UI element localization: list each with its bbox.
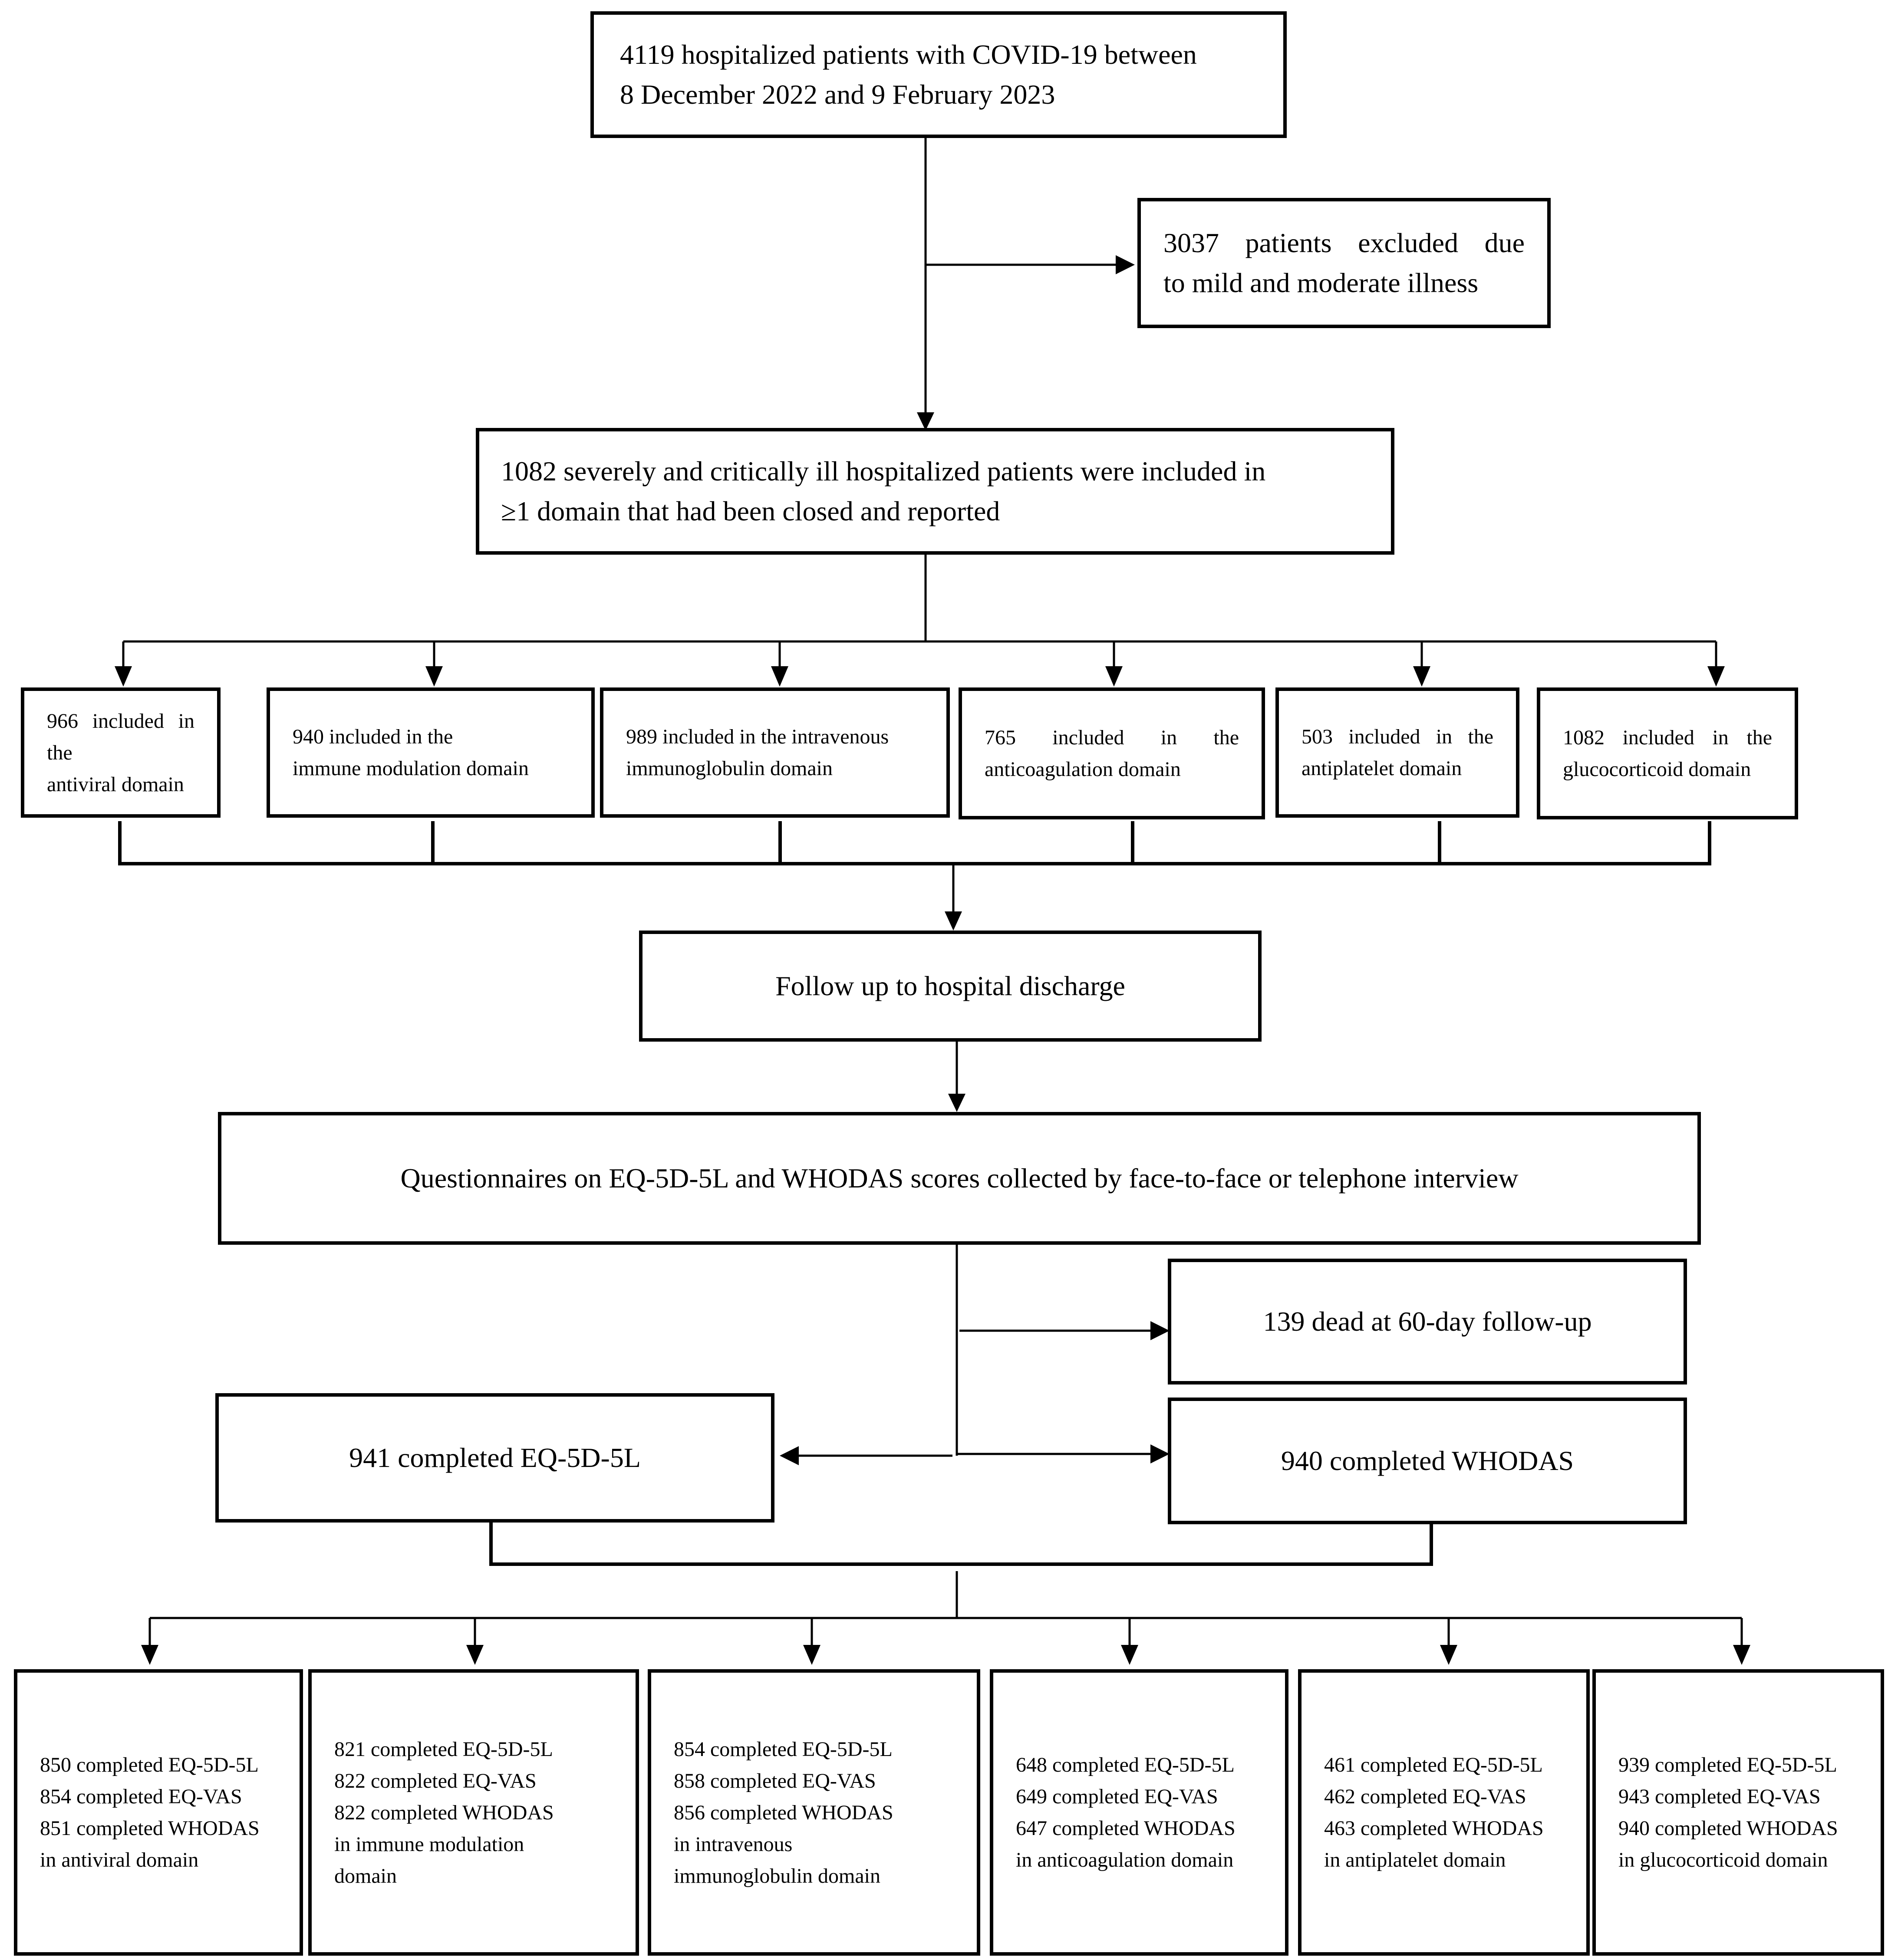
domain-box-glucocorticoid: 1082 included in the glucocorticoid doma…: [1537, 687, 1798, 819]
result-line: 461 completed EQ-5D-5L: [1324, 1753, 1543, 1776]
domain-line2: immunoglobulin domain: [626, 757, 833, 780]
questionnaires-box: Questionnaires on EQ-5D-5L and WHODAS sc…: [218, 1112, 1701, 1245]
domain-line2: glucocorticoid domain: [1563, 758, 1751, 781]
excluded-line1: 3037 patients excluded due: [1163, 227, 1525, 258]
eq5d-completed-box: 941 completed EQ-5D-5L: [215, 1393, 774, 1523]
total-patients-line2: 8 December 2022 and 9 February 2023: [620, 79, 1055, 110]
domain-box-immune-modulation: 940 included in the immune modulation do…: [267, 687, 595, 818]
domain-line1: 503 included in the: [1302, 725, 1493, 748]
domain-line1: 989 included in the intravenous: [626, 725, 889, 748]
domain-box-anticoagulation: 765 included in the anticoagulation doma…: [959, 687, 1265, 819]
results-box-glucocorticoid: 939 completed EQ-5D-5L 943 completed EQ-…: [1592, 1669, 1884, 1956]
whodas-completed-box: 940 completed WHODAS: [1168, 1398, 1687, 1524]
result-line: in immune modulation: [334, 1832, 524, 1856]
excluded-box: 3037 patients excluded due to mild and m…: [1137, 198, 1551, 328]
result-line: 854 completed EQ-5D-5L: [674, 1737, 893, 1761]
result-line: 850 completed EQ-5D-5L: [40, 1753, 259, 1776]
domain-box-antiplatelet: 503 included in the antiplatelet domain: [1275, 687, 1519, 818]
domain-box-antiviral: 966 included in the antiviral domain: [21, 687, 221, 818]
result-line: 821 completed EQ-5D-5L: [334, 1737, 553, 1761]
result-line: immunoglobulin domain: [674, 1864, 880, 1888]
arrowhead-dead: [1150, 1321, 1170, 1340]
results-box-antiplatelet: 461 completed EQ-5D-5L 462 completed EQ-…: [1298, 1669, 1590, 1956]
domain-line1: 940 included in the: [293, 725, 453, 748]
domain-line2: immune modulation domain: [293, 757, 529, 780]
dead-box: 139 dead at 60-day follow-up: [1168, 1259, 1687, 1384]
included-line1: 1082 severely and critically ill hospita…: [501, 456, 1266, 487]
arrowhead-eq5d: [780, 1446, 799, 1465]
arrowhead-followup: [945, 911, 962, 931]
domain-line1: 1082 included in the: [1563, 726, 1772, 749]
result-line: 648 completed EQ-5D-5L: [1016, 1753, 1235, 1776]
domain-line2: antiplatelet domain: [1302, 757, 1462, 780]
eq5d-completed-label: 941 completed EQ-5D-5L: [349, 1442, 641, 1473]
results-box-immunoglobulin: 854 completed EQ-5D-5L 858 completed EQ-…: [648, 1669, 980, 1956]
arrowhead-whodas: [1150, 1444, 1170, 1463]
result-line: 858 completed EQ-VAS: [674, 1769, 876, 1792]
results-box-anticoagulation: 648 completed EQ-5D-5L 649 completed EQ-…: [990, 1669, 1288, 1956]
result-line: in glucocorticoid domain: [1618, 1848, 1828, 1871]
arrowhead-excluded: [1116, 255, 1135, 274]
result-line: domain: [334, 1864, 397, 1888]
domain-box-immunoglobulin: 989 included in the intravenous immunogl…: [600, 687, 950, 818]
domain-line2: antiviral domain: [47, 773, 184, 796]
result-line: 939 completed EQ-5D-5L: [1618, 1753, 1837, 1776]
result-line: 647 completed WHODAS: [1016, 1817, 1236, 1840]
result-line: 940 completed WHODAS: [1618, 1817, 1838, 1840]
result-line: 649 completed EQ-VAS: [1016, 1785, 1218, 1808]
result-line: 463 completed WHODAS: [1324, 1817, 1544, 1840]
questionnaires-label: Questionnaires on EQ-5D-5L and WHODAS sc…: [400, 1163, 1519, 1194]
results-box-immune-modulation: 821 completed EQ-5D-5L 822 completed EQ-…: [308, 1669, 639, 1956]
result-line: in antiviral domain: [40, 1848, 199, 1871]
result-line: 822 completed EQ-VAS: [334, 1769, 537, 1792]
follow-up-label: Follow up to hospital discharge: [775, 970, 1125, 1001]
total-patients-box: 4119 hospitalized patients with COVID-19…: [590, 11, 1287, 138]
result-line: in anticoagulation domain: [1016, 1848, 1234, 1871]
whodas-completed-label: 940 completed WHODAS: [1281, 1445, 1574, 1476]
total-patients-line1: 4119 hospitalized patients with COVID-19…: [620, 39, 1197, 70]
result-line: in antiplatelet domain: [1324, 1848, 1506, 1871]
arrowhead-questionnaires: [948, 1094, 965, 1112]
result-line: 851 completed WHODAS: [40, 1817, 260, 1840]
result-line: 822 completed WHODAS: [334, 1801, 554, 1824]
result-line: 943 completed EQ-VAS: [1618, 1785, 1821, 1808]
result-line: 856 completed WHODAS: [674, 1801, 893, 1824]
domain-line1: 765 included in the: [985, 726, 1239, 749]
excluded-line2: to mild and moderate illness: [1163, 267, 1479, 298]
follow-up-box: Follow up to hospital discharge: [639, 931, 1262, 1042]
included-line2: ≥1 domain that had been closed and repor…: [501, 496, 1000, 526]
results-box-antiviral: 850 completed EQ-5D-5L 854 completed EQ-…: [14, 1669, 303, 1956]
dead-label: 139 dead at 60-day follow-up: [1263, 1306, 1592, 1337]
result-line: 854 completed EQ-VAS: [40, 1785, 242, 1808]
domain-line2: anticoagulation domain: [985, 758, 1181, 781]
arrowhead-included: [917, 412, 934, 431]
result-line: in intravenous: [674, 1832, 793, 1856]
result-line: 462 completed EQ-VAS: [1324, 1785, 1526, 1808]
included-patients-box: 1082 severely and critically ill hospita…: [476, 428, 1394, 555]
domain-line1: 966 included in the: [47, 709, 194, 764]
